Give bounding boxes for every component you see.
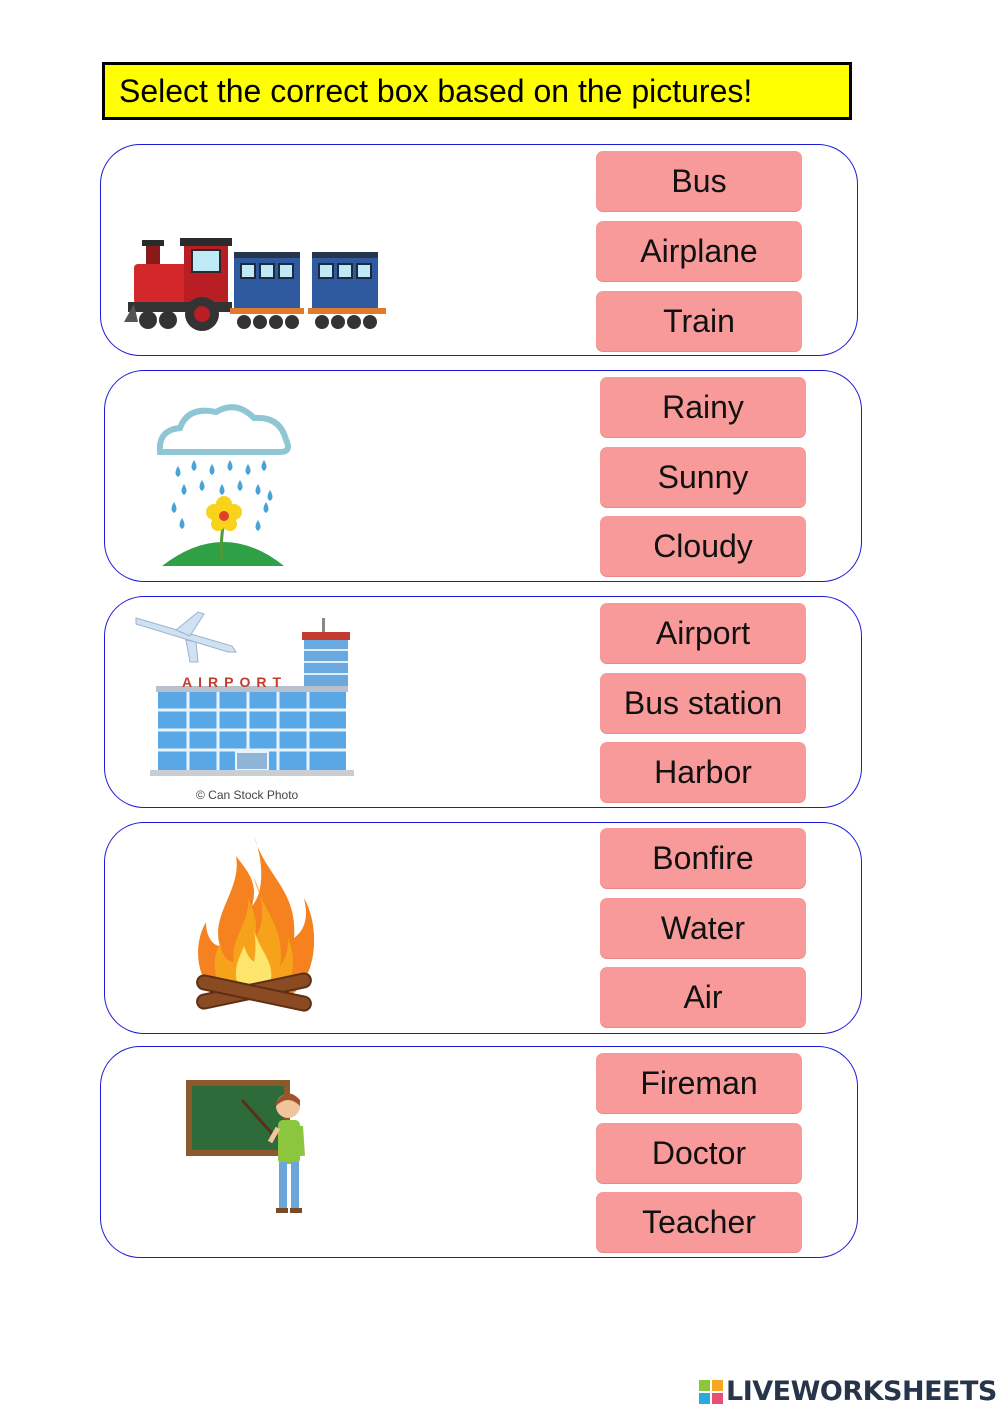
option-bus[interactable]: Bus <box>596 151 802 211</box>
option-harbor[interactable]: Harbor <box>600 742 806 802</box>
option-label: Airport <box>655 614 751 651</box>
option-label: Fireman <box>640 1064 758 1101</box>
train-picture <box>124 238 386 331</box>
option-label: Sunny <box>657 458 749 495</box>
photo-credit: © Can Stock Photo <box>196 788 299 802</box>
option-train[interactable]: Train <box>596 291 802 351</box>
option-air[interactable]: Air <box>600 967 806 1027</box>
brand-text: LIVEWORKSHEETS <box>726 1376 997 1407</box>
airport-sign: AIRPORT <box>182 674 287 690</box>
rain-picture <box>156 404 291 566</box>
option-cloudy[interactable]: Cloudy <box>600 516 806 576</box>
option-label: Doctor <box>651 1134 747 1171</box>
airport-picture: AIRPORT © Can Stock Photo <box>132 606 362 806</box>
option-label: Airplane <box>640 232 758 269</box>
option-rainy[interactable]: Rainy <box>600 377 806 437</box>
option-water[interactable]: Water <box>600 898 806 958</box>
option-label: Air <box>683 978 723 1015</box>
option-label: Harbor <box>654 753 752 790</box>
option-fireman[interactable]: Fireman <box>596 1053 802 1113</box>
option-label: Bonfire <box>652 839 754 876</box>
option-bonfire[interactable]: Bonfire <box>600 828 806 888</box>
option-label: Bus <box>671 162 727 199</box>
option-label: Cloudy <box>653 527 753 564</box>
option-airport[interactable]: Airport <box>600 603 806 663</box>
option-bus-station[interactable]: Bus station <box>600 673 806 733</box>
option-sunny[interactable]: Sunny <box>600 447 806 507</box>
option-doctor[interactable]: Doctor <box>596 1123 802 1183</box>
liveworksheets-logo: LIVEWORKSHEETS <box>698 1376 997 1407</box>
option-label: Rainy <box>662 388 744 425</box>
option-label: Teacher <box>642 1203 756 1240</box>
option-teacher[interactable]: Teacher <box>596 1192 802 1252</box>
option-label: Water <box>660 909 746 946</box>
option-label: Train <box>663 302 735 339</box>
instruction-text: Select the correct box based on the pict… <box>119 72 753 109</box>
bonfire-picture <box>196 836 315 1012</box>
instruction-banner: Select the correct box based on the pict… <box>102 62 852 120</box>
logo-icon <box>699 1379 723 1404</box>
option-airplane[interactable]: Airplane <box>596 221 802 281</box>
teacher-picture <box>186 1080 305 1213</box>
option-label: Bus station <box>623 684 783 721</box>
